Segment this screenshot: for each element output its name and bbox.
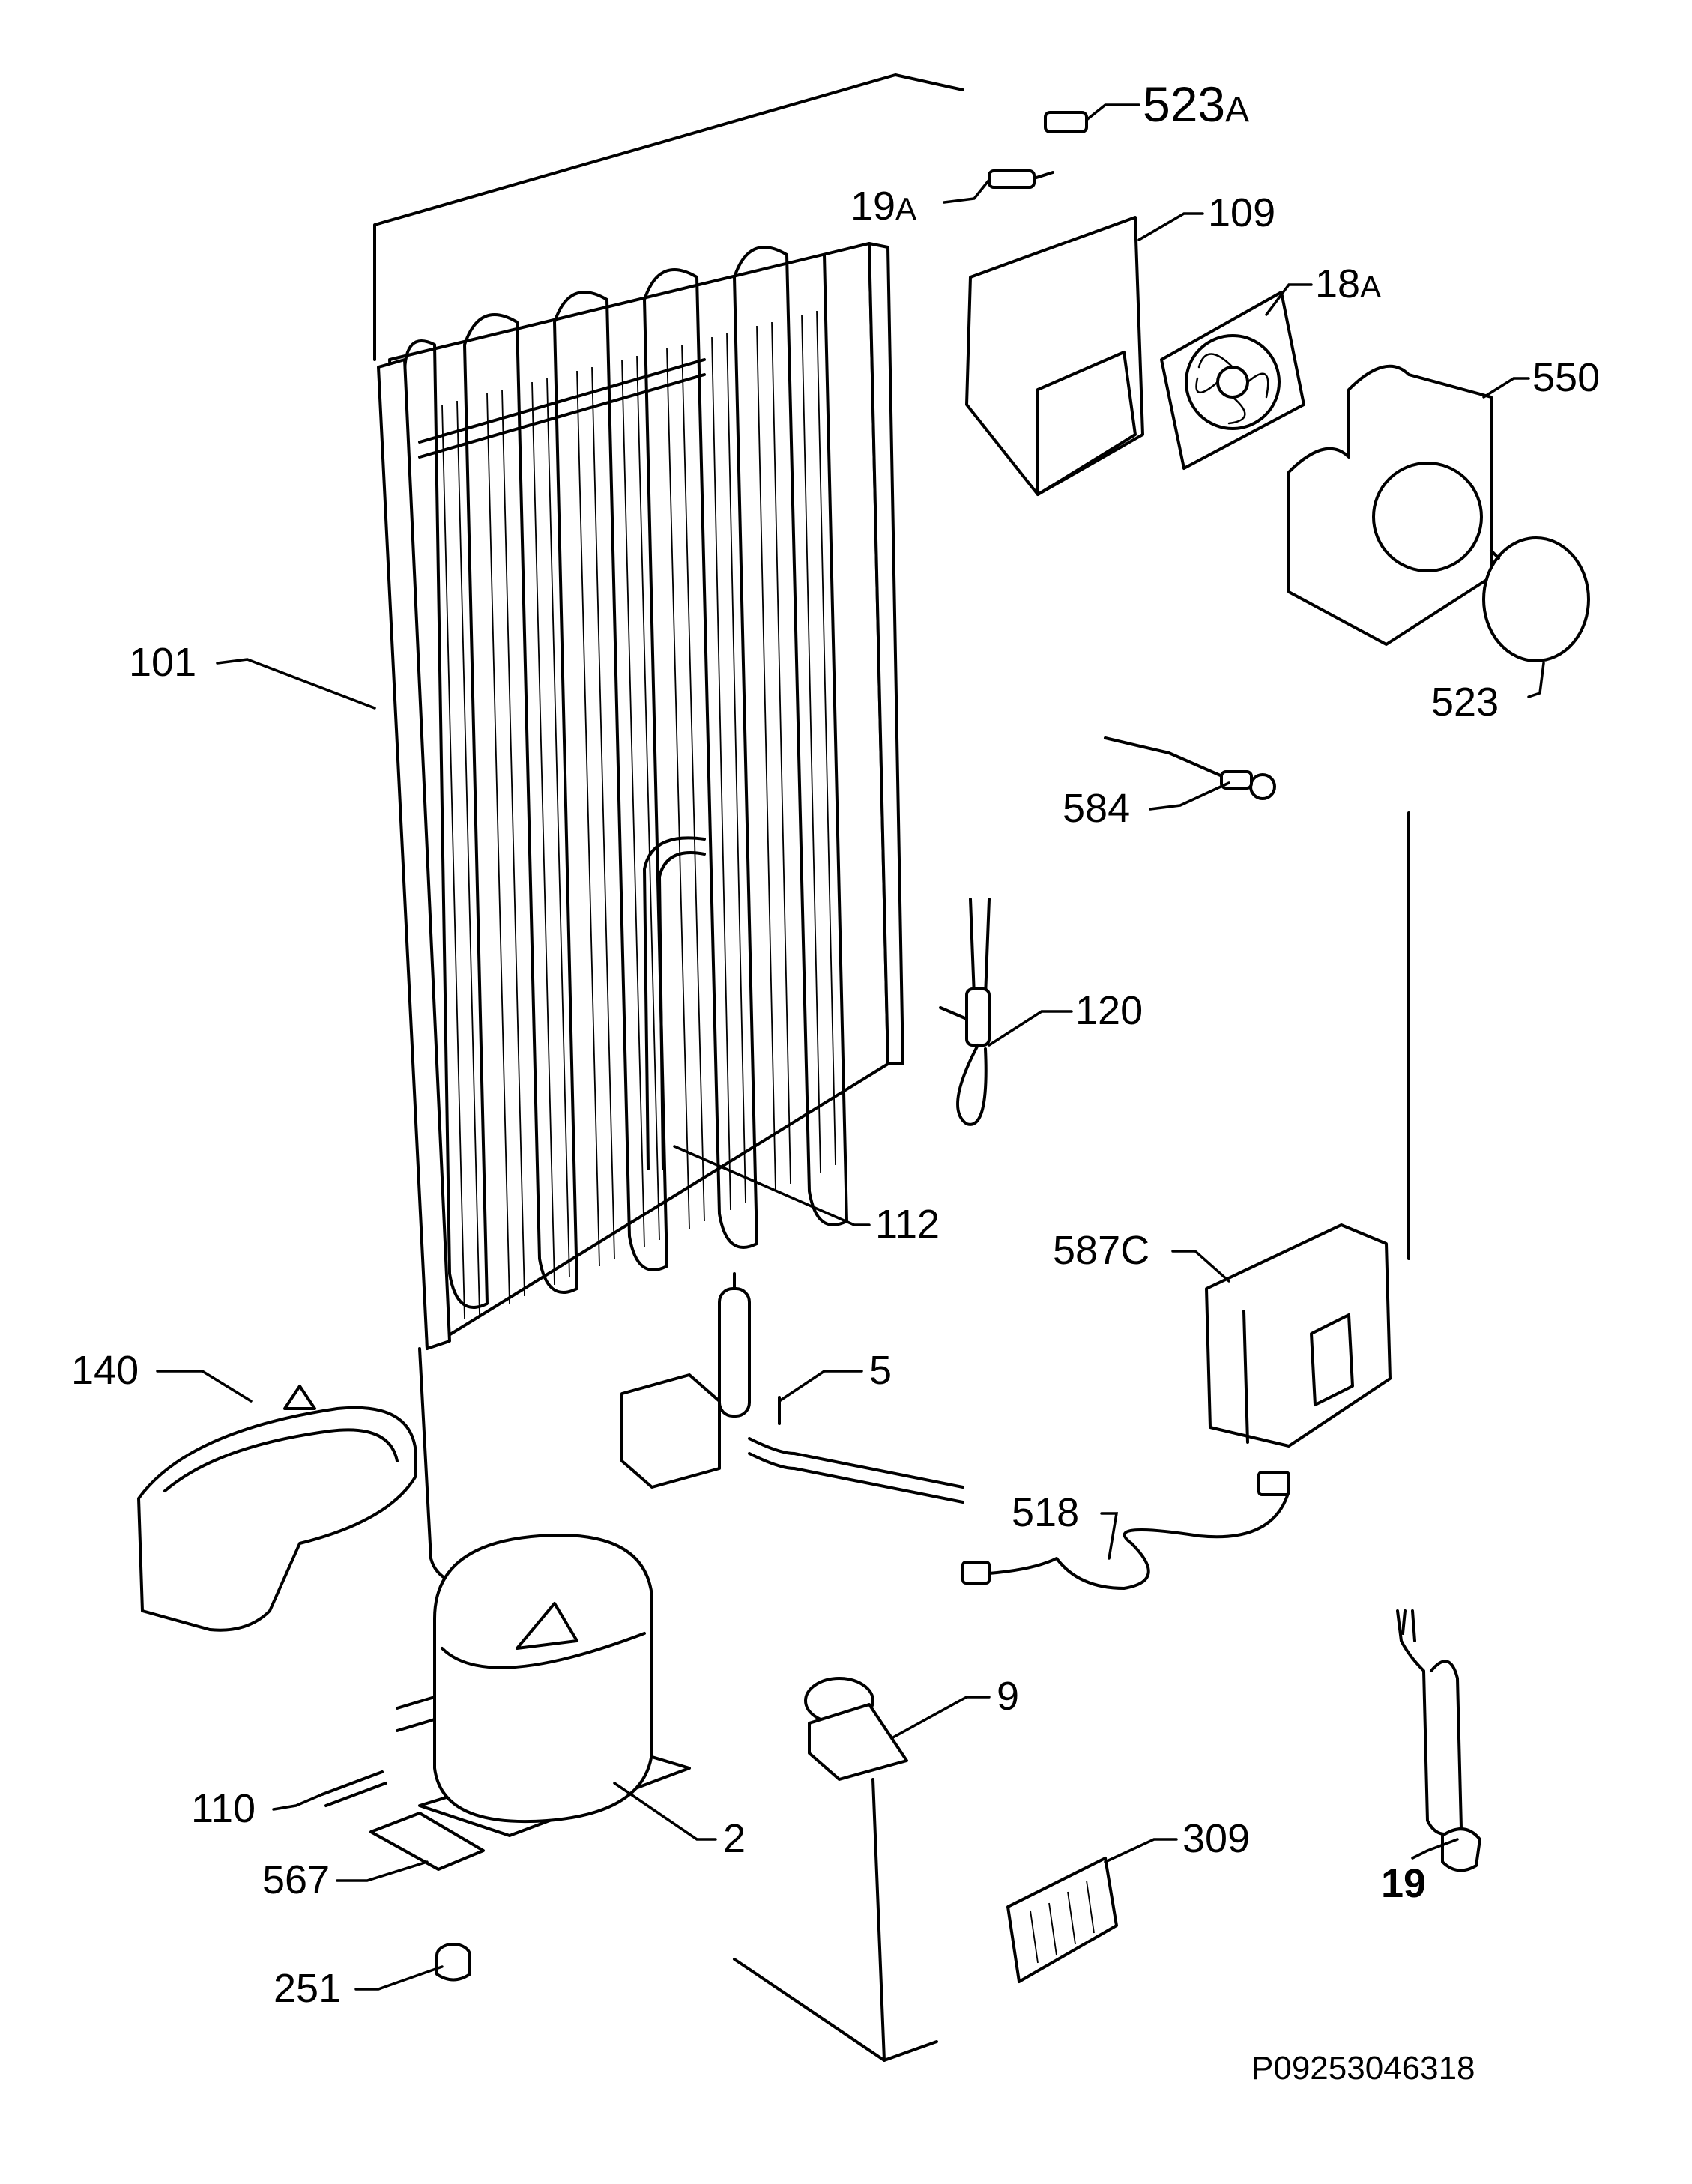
board-hatching	[1030, 1880, 1095, 1964]
reference-code: P09253046318	[1251, 2050, 1475, 2087]
callout-550: 550	[1532, 355, 1600, 400]
leader-19A	[943, 178, 991, 204]
callout-523: 523	[1431, 680, 1499, 725]
callout-523A: 523A	[1143, 76, 1249, 132]
power-cord-part	[1396, 1609, 1481, 1872]
callout-518: 518	[1012, 1490, 1079, 1535]
control-housing-part	[1205, 1223, 1392, 1448]
callout-19: 19	[1381, 1861, 1426, 1906]
leader-523A	[1085, 103, 1140, 121]
callout-587C: 587C	[1053, 1228, 1149, 1273]
leader-110	[272, 1793, 324, 1811]
leader-567	[336, 1860, 429, 1882]
callout-109: 109	[1208, 190, 1275, 235]
leader-5	[778, 1370, 863, 1403]
callout-2: 2	[723, 1816, 746, 1861]
leader-120	[988, 1010, 1073, 1047]
cable-part	[961, 1471, 1290, 1590]
clip-part	[804, 1677, 908, 1781]
callout-5: 5	[869, 1348, 892, 1393]
leader-140	[156, 1370, 253, 1403]
fan-housing-part	[965, 216, 1144, 496]
cap-part	[1044, 111, 1088, 133]
leader-2	[613, 1782, 717, 1841]
callout-251: 251	[274, 1966, 341, 2011]
compressor-part	[396, 1534, 691, 1837]
callout-19A: 19A	[850, 184, 916, 229]
thermal-fuse-part	[1104, 736, 1276, 800]
leader-112	[673, 1145, 871, 1226]
fan-part	[1160, 291, 1305, 470]
condenser-part	[377, 242, 904, 1582]
leader-109	[1137, 212, 1204, 241]
fan-cover-part	[1287, 364, 1493, 646]
lid-part	[1482, 536, 1590, 662]
bracket-part	[369, 1812, 485, 1871]
leader-251	[354, 1965, 444, 1991]
callout-309: 309	[1182, 1816, 1250, 1861]
grommet-part	[435, 1943, 471, 1982]
valve-part	[620, 1272, 964, 1504]
sensor-part	[988, 169, 1054, 189]
leader-587C	[1171, 1250, 1230, 1283]
callout-18A: 18A	[1315, 261, 1381, 306]
control-board-part	[1006, 1857, 1118, 1983]
leader-584	[1149, 781, 1230, 811]
callout-112: 112	[875, 1202, 940, 1247]
drip-tray-part	[137, 1385, 417, 1632]
callout-labels: 523A 19A 109 18A 550 523 584 101 120 112…	[71, 76, 1600, 2011]
leader-9	[890, 1696, 991, 1740]
leader-18A	[1265, 283, 1313, 316]
leader-550	[1482, 377, 1530, 399]
leader-518	[1100, 1512, 1119, 1560]
leader-lines	[156, 103, 1545, 1991]
leader-101	[216, 658, 376, 710]
heater-part	[939, 898, 991, 1126]
callout-584: 584	[1063, 786, 1130, 831]
cabinet-outline	[373, 73, 1410, 2062]
callout-101: 101	[129, 640, 196, 685]
condenser-hatching	[441, 310, 836, 1319]
callout-140: 140	[71, 1348, 139, 1393]
leader-309	[1104, 1838, 1178, 1863]
callout-120: 120	[1075, 988, 1143, 1033]
pipe-part	[321, 1770, 387, 1807]
callout-110: 110	[191, 1786, 256, 1831]
callout-567: 567	[262, 1857, 330, 1902]
leader-523	[1527, 662, 1545, 698]
callout-9: 9	[997, 1674, 1019, 1719]
leader-19	[1411, 1838, 1459, 1860]
